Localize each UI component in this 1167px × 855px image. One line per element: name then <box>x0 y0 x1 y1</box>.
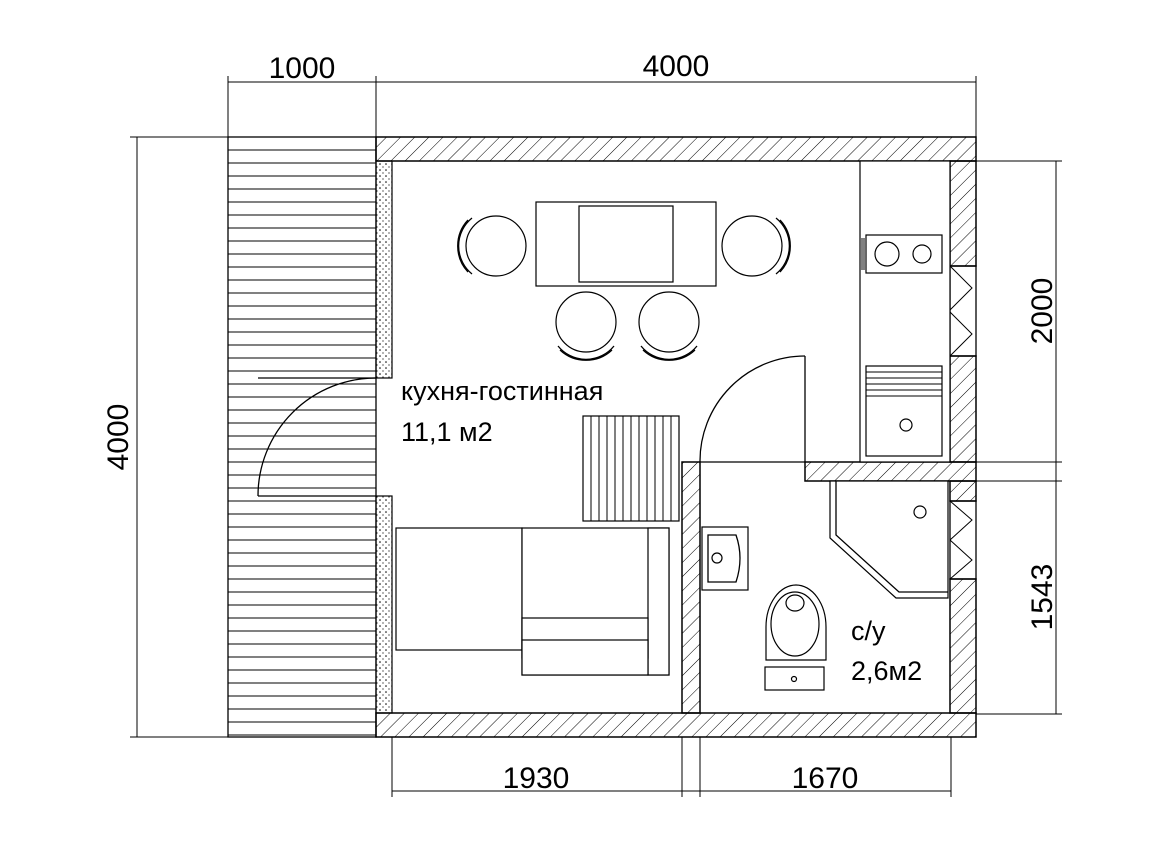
room-name-bathroom: с/у <box>851 616 886 646</box>
dining-chairs <box>457 215 791 361</box>
stove <box>861 234 943 274</box>
dim-terrace-width: 1000 <box>269 52 336 85</box>
bathroom-door <box>699 355 806 463</box>
room-area-bathroom: 2,6м2 <box>851 656 922 686</box>
dim-kitchen-block-height: 2000 <box>1026 278 1059 345</box>
room-name-living: кухня-гостинная <box>401 376 603 406</box>
dining-table <box>535 201 717 287</box>
entrance-door <box>257 377 377 497</box>
terrace <box>227 136 377 738</box>
dim-house-width: 4000 <box>643 50 710 83</box>
dim-bathroom-height: 1543 <box>1026 564 1059 631</box>
dim-total-height: 4000 <box>102 404 135 471</box>
shower-tray <box>829 480 949 599</box>
window-kitchen <box>949 265 977 357</box>
toilet <box>764 584 827 691</box>
room-area-living: 11,1 м2 <box>401 417 493 447</box>
window-bathroom <box>949 500 977 580</box>
sofa <box>395 527 670 676</box>
walls <box>375 136 977 738</box>
dimension-lines <box>130 76 1062 797</box>
stairs <box>582 415 680 522</box>
kitchen-sink <box>865 365 943 457</box>
dim-bathroom-width: 1670 <box>792 762 859 795</box>
left-wall-lower <box>375 495 393 714</box>
washbasin <box>701 526 749 591</box>
dim-living-width: 1930 <box>503 762 570 795</box>
left-wall-upper <box>375 160 393 379</box>
